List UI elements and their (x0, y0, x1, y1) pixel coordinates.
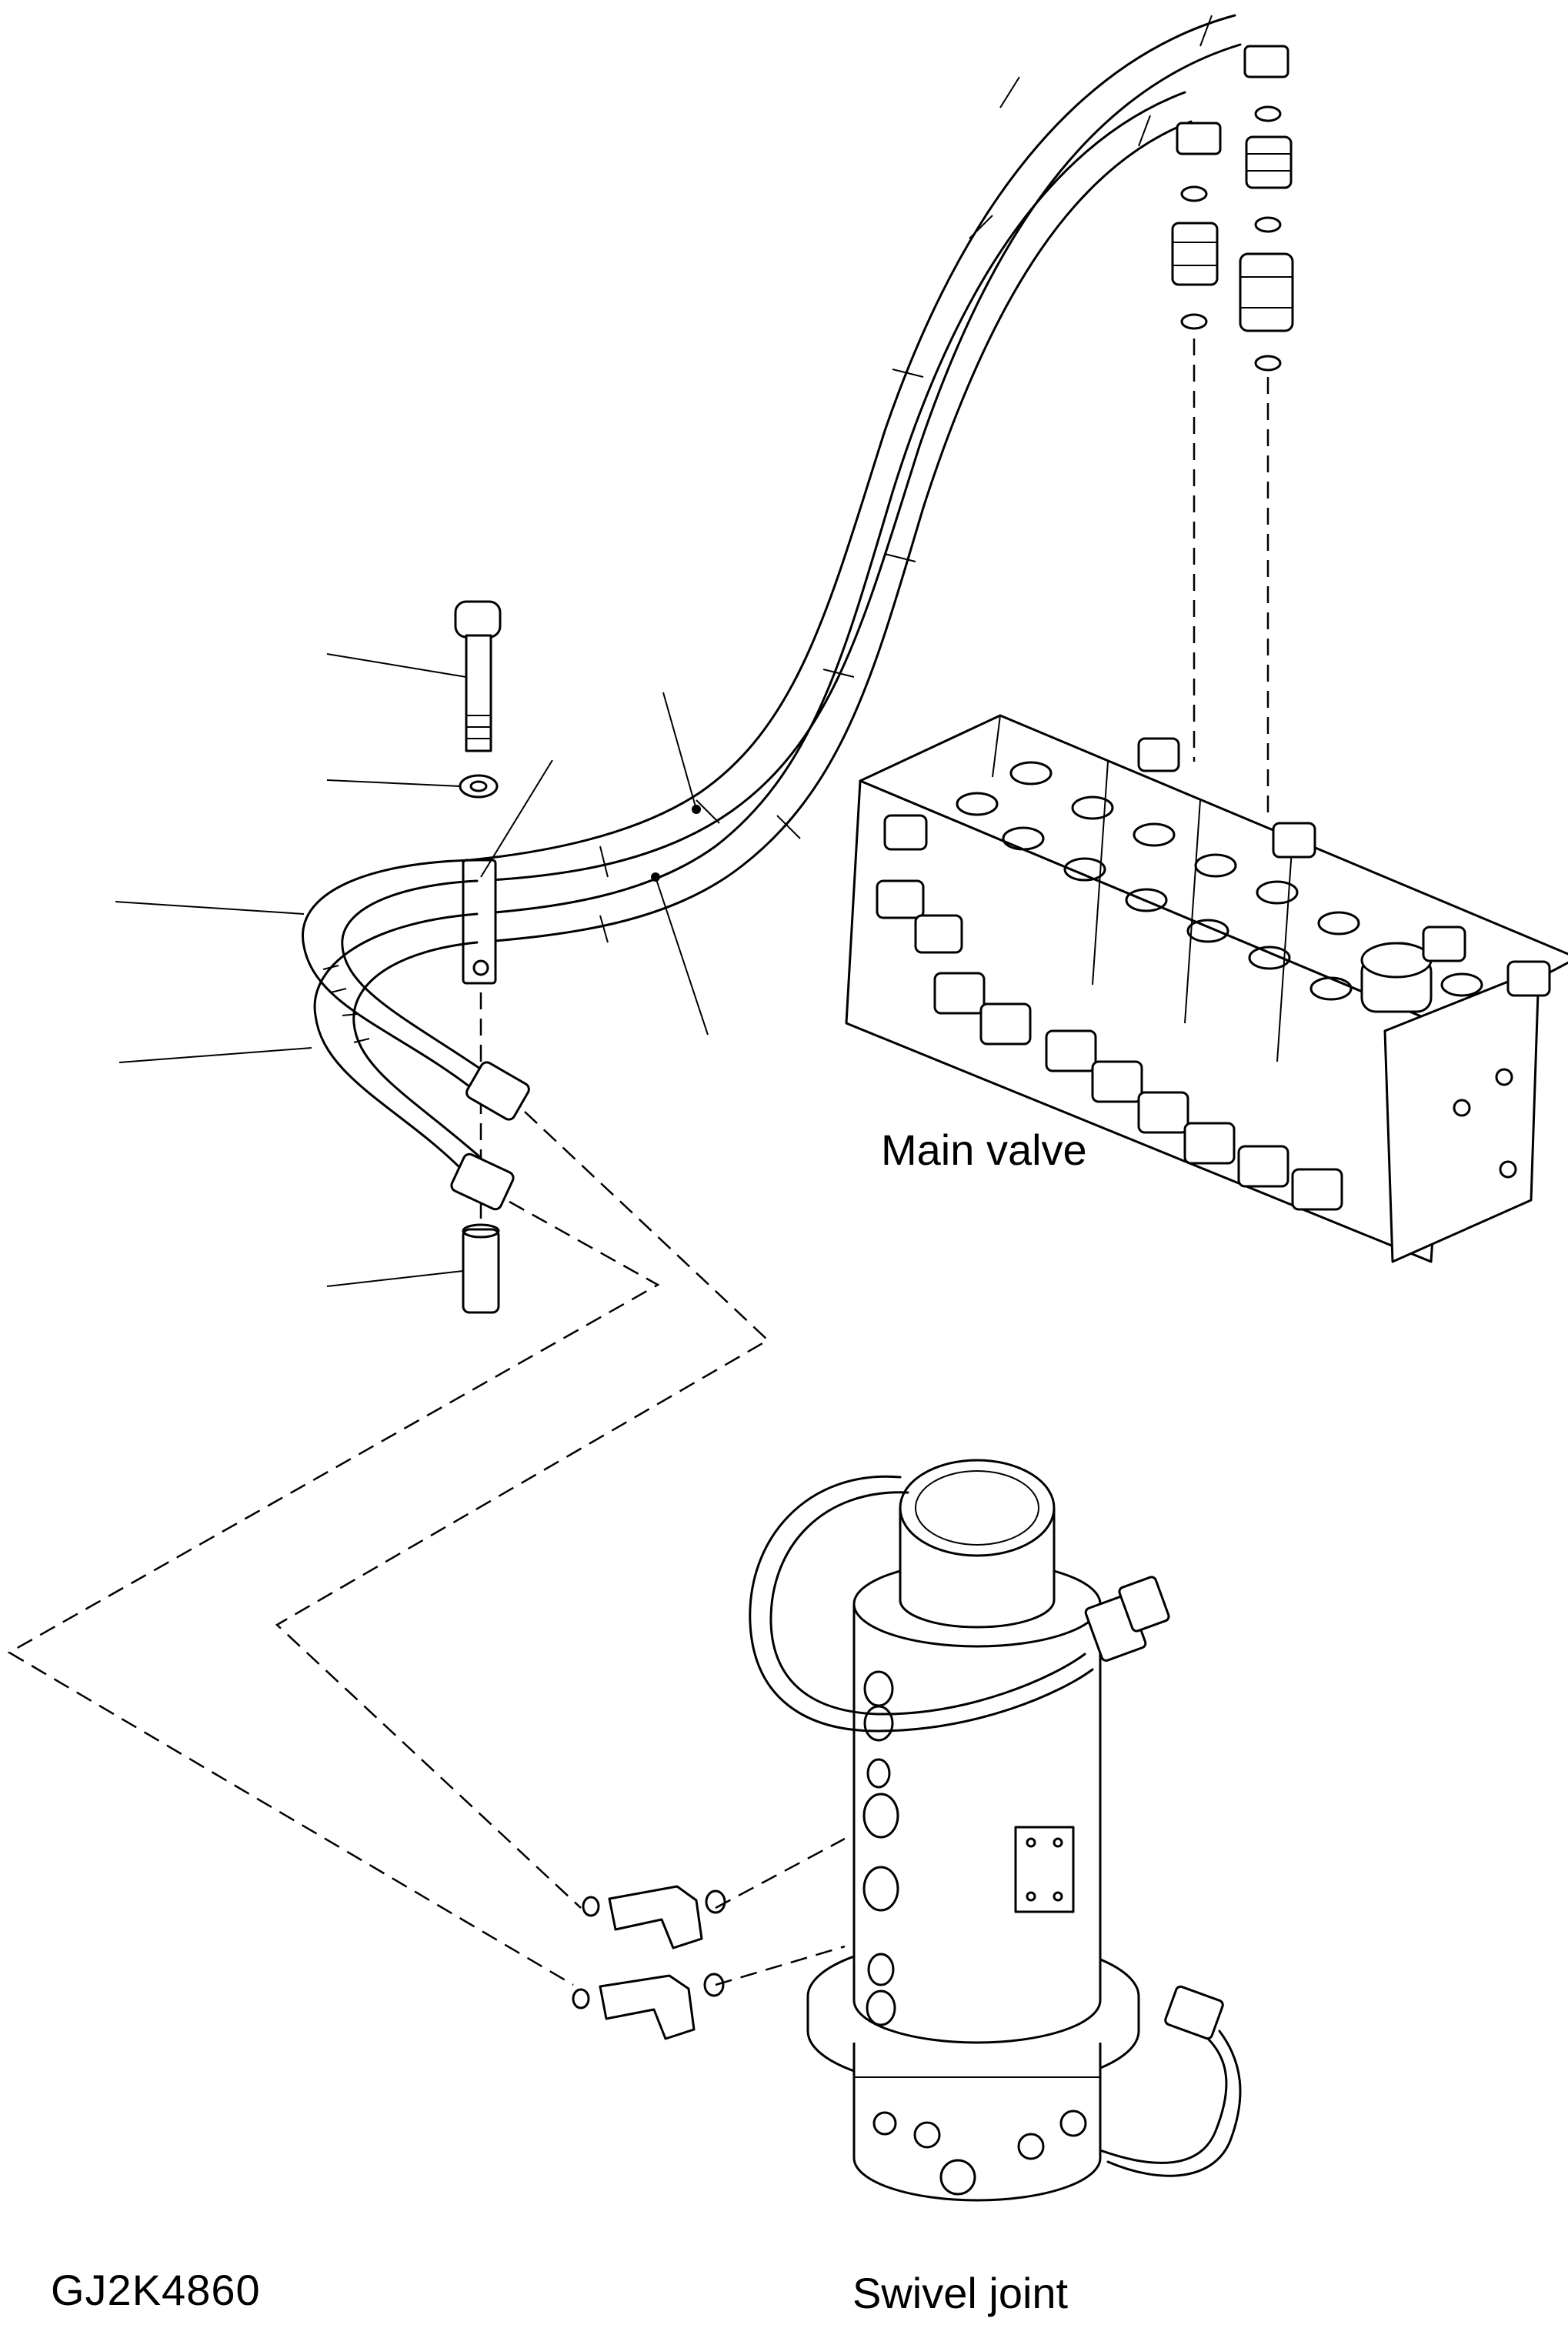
bolt-part (454, 600, 502, 752)
swivel-joint (749, 1459, 1242, 2202)
hose-assembly-lower (302, 859, 530, 1211)
elbow-fittings-swivel (572, 1885, 726, 2040)
drawing-number: GJ2K4860 (51, 2266, 261, 2314)
valve-side-spools (876, 737, 1551, 1211)
swivel-joint-label: Swivel joint (852, 2269, 1069, 2317)
fitting-stack-right (1239, 105, 1294, 815)
hose-routing-dashed (7, 1111, 846, 1986)
valve-top-ports (956, 761, 1483, 1001)
main-valve-label: Main valve (881, 1126, 1087, 1174)
leader-lines (115, 653, 709, 1287)
clamp-part (462, 859, 497, 985)
washer-part (459, 774, 499, 799)
main-valve (845, 714, 1568, 1263)
swivel-ports (862, 1670, 899, 2026)
hose-assembly-upper (468, 14, 1289, 944)
collar-part (462, 1223, 500, 1314)
fitting-stack-left (1171, 185, 1219, 762)
